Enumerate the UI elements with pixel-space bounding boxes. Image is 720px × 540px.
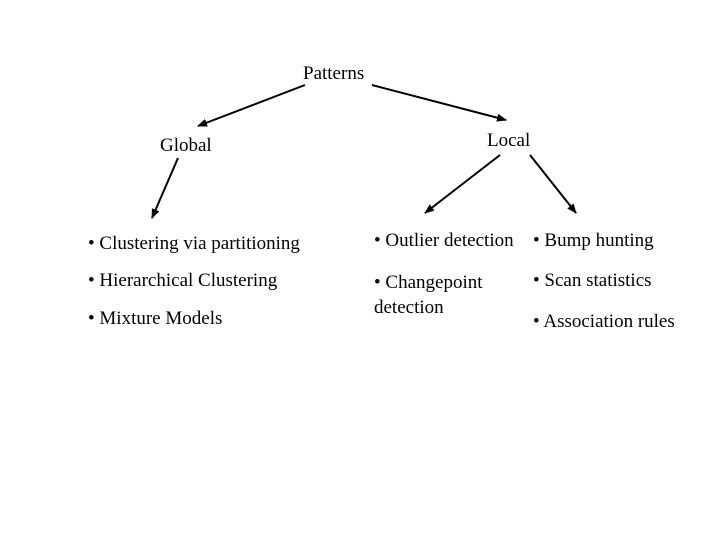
- node-patterns: Patterns: [303, 63, 365, 84]
- list-item: • Scan statistics: [533, 270, 652, 292]
- node-global: Global: [160, 135, 212, 156]
- list-item: • Changepoint detection: [374, 272, 483, 318]
- global-items-list: • Clustering via partitioning • Hierarch…: [88, 232, 328, 344]
- arrow-patterns-to-local: [371, 84, 507, 122]
- local-items-column2: • Bump hunting • Scan statistics • Assoc…: [533, 229, 698, 350]
- list-item: • Clustering via partitioning: [88, 233, 300, 254]
- arrow-local-to-column2: [529, 154, 577, 214]
- node-local: Local: [487, 130, 531, 151]
- arrow-local-to-column1: [424, 154, 501, 214]
- arrow-patterns-to-global: [197, 84, 306, 127]
- list-item: • Mixture Models: [88, 307, 223, 329]
- list-item: • Association rules: [533, 310, 675, 332]
- list-item: • Bump hunting: [533, 230, 654, 251]
- local-items-column1: • Outlier detection • Changepoint detect…: [374, 229, 519, 338]
- arrow-global-to-items: [151, 157, 179, 219]
- list-item: • Outlier detection: [374, 230, 514, 251]
- list-item: • Hierarchical Clustering: [88, 270, 278, 292]
